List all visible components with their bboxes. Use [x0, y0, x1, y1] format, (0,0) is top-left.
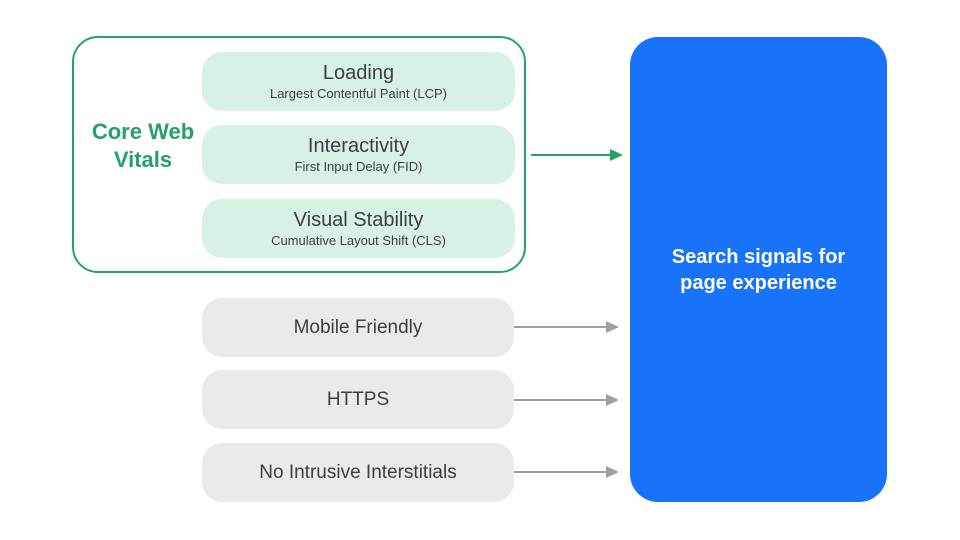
search-signals-label: Search signals for page experience	[671, 245, 846, 294]
signal-label-no-intrusive-interstitials: No Intrusive Interstitials	[259, 461, 457, 483]
arrow-shaft	[514, 399, 606, 401]
signal-label-https: HTTPS	[326, 388, 390, 410]
metric-subtitle-lcp: Largest Contentful Paint (LCP)	[269, 86, 448, 101]
metric-title-visual-stability: Visual Stability	[293, 209, 424, 231]
arrow-shaft	[514, 471, 606, 473]
signal-box-mobile-friendly: Mobile Friendly	[202, 298, 514, 357]
arrow-head-icon	[610, 149, 623, 161]
metric-title-interactivity: Interactivity	[307, 135, 410, 157]
arrow-head-icon	[606, 321, 619, 333]
signal-box-https: HTTPS	[202, 370, 514, 429]
metric-subtitle-fid: First Input Delay (FID)	[294, 159, 423, 174]
metric-subtitle-cls: Cumulative Layout Shift (CLS)	[271, 233, 446, 248]
metric-title-loading: Loading	[322, 62, 395, 84]
metric-box-loading: Loading Largest Contentful Paint (LCP)	[202, 52, 515, 111]
core-web-vitals-label: Core Web Vitals	[91, 119, 195, 172]
metric-box-visual-stability: Visual Stability Cumulative Layout Shift…	[202, 199, 515, 258]
signal-label-mobile-friendly: Mobile Friendly	[293, 316, 423, 338]
signal-box-no-intrusive-interstitials: No Intrusive Interstitials	[202, 443, 514, 502]
arrow-head-icon	[606, 394, 619, 406]
metric-box-interactivity: Interactivity First Input Delay (FID)	[202, 125, 515, 184]
arrow-shaft	[531, 154, 610, 156]
arrow-shaft	[514, 326, 606, 328]
search-signals-panel: Search signals for page experience	[630, 37, 887, 502]
arrow-head-icon	[606, 466, 619, 478]
